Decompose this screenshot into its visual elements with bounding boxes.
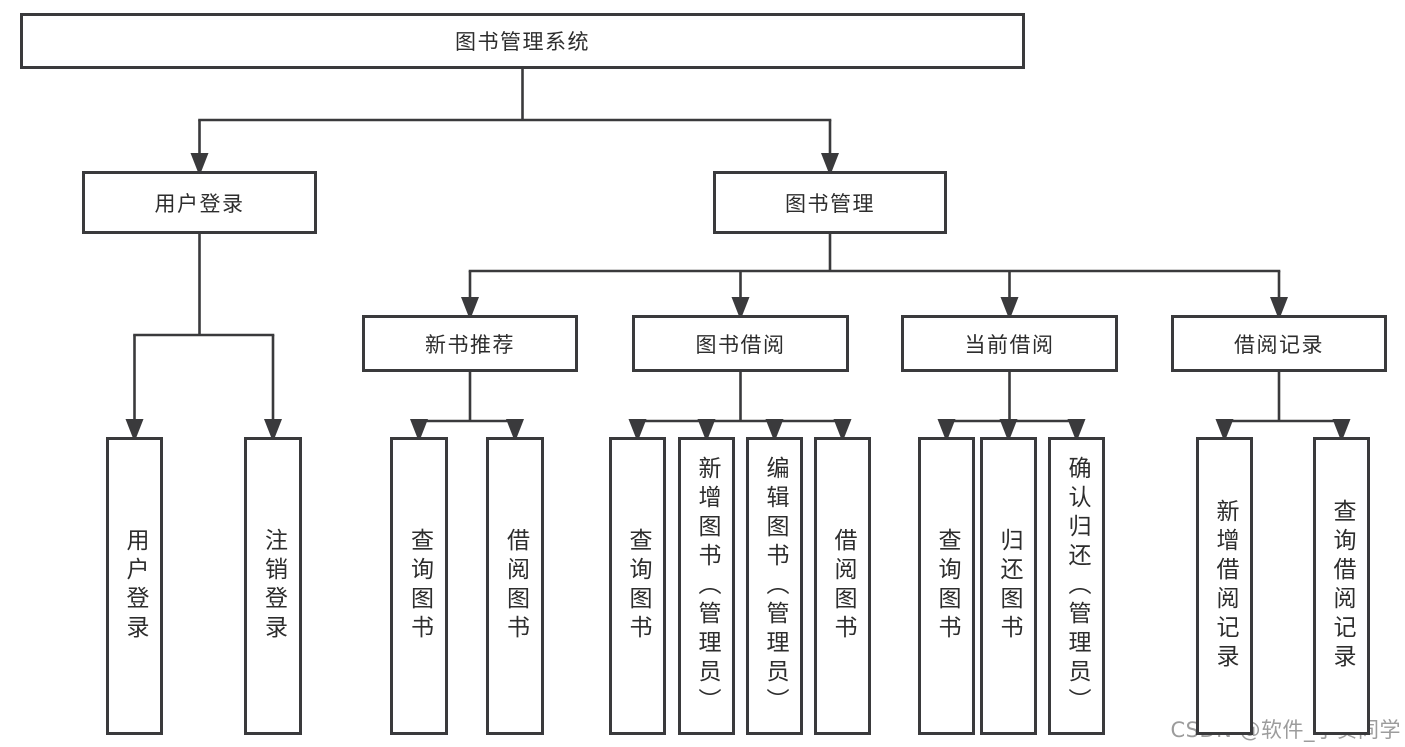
node-leaf-confirm-return-admin: 确认归还（管理员）	[1048, 437, 1105, 735]
node-book-management: 图书管理	[713, 171, 947, 234]
node-label: 借阅记录	[1234, 332, 1324, 357]
node-label: 当前借阅	[964, 332, 1055, 357]
connector-current-borrowing	[937, 371, 1086, 442]
node-label: 用户登录	[122, 528, 148, 644]
node-label: 查询图书	[934, 528, 960, 644]
node-label: 查询借阅记录	[1329, 499, 1355, 673]
node-label: 查询图书	[625, 528, 651, 644]
node-leaf-query-borrow-record: 查询借阅记录	[1313, 437, 1370, 735]
node-leaf-edit-books-admin: 编辑图书（管理员）	[746, 437, 803, 735]
node-user-login: 用户登录	[82, 171, 317, 234]
node-leaf-logout: 注销登录	[244, 437, 302, 735]
connector-user-login	[125, 233, 282, 442]
arrowhead-icon	[833, 419, 852, 442]
node-leaf-add-borrow-record: 新增借阅记录	[1196, 437, 1253, 735]
arrowhead-icon	[410, 419, 428, 442]
arrowhead-icon	[628, 419, 647, 442]
node-leaf-add-books-admin: 新增图书（管理员）	[678, 437, 735, 735]
arrowhead-icon	[731, 297, 750, 320]
connector-borrowing-records	[1215, 371, 1351, 442]
node-new-book-recommendation: 新书推荐	[362, 315, 578, 372]
node-label: 图书借阅	[695, 332, 786, 357]
node-leaf-borrow-books: 借阅图书	[486, 437, 544, 735]
node-label: 确认归还（管理员）	[1064, 455, 1090, 717]
arrowhead-icon	[937, 419, 956, 442]
node-label: 归还图书	[996, 528, 1022, 644]
node-label: 查询图书	[406, 528, 433, 644]
node-label: 新书推荐	[425, 332, 515, 357]
arrowhead-icon	[1000, 297, 1019, 320]
node-book-borrowing: 图书借阅	[632, 315, 849, 372]
node-leaf-user-login: 用户登录	[106, 437, 163, 735]
node-label: 借阅图书	[830, 528, 856, 644]
arrowhead-icon	[506, 419, 524, 442]
node-leaf-query-books: 查询图书	[918, 437, 975, 735]
node-leaf-query-books: 查询图书	[609, 437, 666, 735]
arrowhead-icon	[821, 153, 839, 176]
node-label: 编辑图书（管理员）	[762, 455, 788, 717]
arrowhead-icon	[190, 153, 209, 176]
arrowhead-icon	[999, 419, 1018, 442]
node-leaf-query-books: 查询图书	[390, 437, 448, 735]
node-current-borrowing: 当前借阅	[901, 315, 1118, 372]
node-label: 新增图书（管理员）	[694, 455, 720, 717]
arrowhead-icon	[461, 297, 479, 320]
node-label: 用户登录	[154, 191, 245, 216]
node-label: 图书管理	[785, 191, 875, 216]
arrowhead-icon	[1270, 297, 1288, 320]
connector-book-management	[461, 233, 1288, 320]
node-leaf-return-books: 归还图书	[980, 437, 1037, 735]
node-leaf-borrow-books: 借阅图书	[814, 437, 871, 735]
connector-book-borrowing	[628, 371, 852, 442]
node-label: 借阅图书	[502, 528, 529, 644]
arrowhead-icon	[1332, 419, 1351, 442]
arrowhead-icon	[264, 419, 282, 442]
arrowhead-icon	[1215, 419, 1234, 442]
arrowhead-icon	[125, 419, 144, 442]
arrowhead-icon	[697, 419, 716, 442]
node-label: 图书管理系统	[455, 30, 590, 54]
arrowhead-icon	[1067, 419, 1086, 442]
arrowhead-icon	[765, 419, 784, 442]
node-label: 新增借阅记录	[1212, 499, 1238, 673]
connector-library-management-system	[190, 68, 839, 176]
node-label: 注销登录	[260, 528, 287, 644]
connector-new-book-recommendation	[410, 371, 524, 442]
node-library-management-system: 图书管理系统	[20, 13, 1025, 69]
node-borrowing-records: 借阅记录	[1171, 315, 1387, 372]
